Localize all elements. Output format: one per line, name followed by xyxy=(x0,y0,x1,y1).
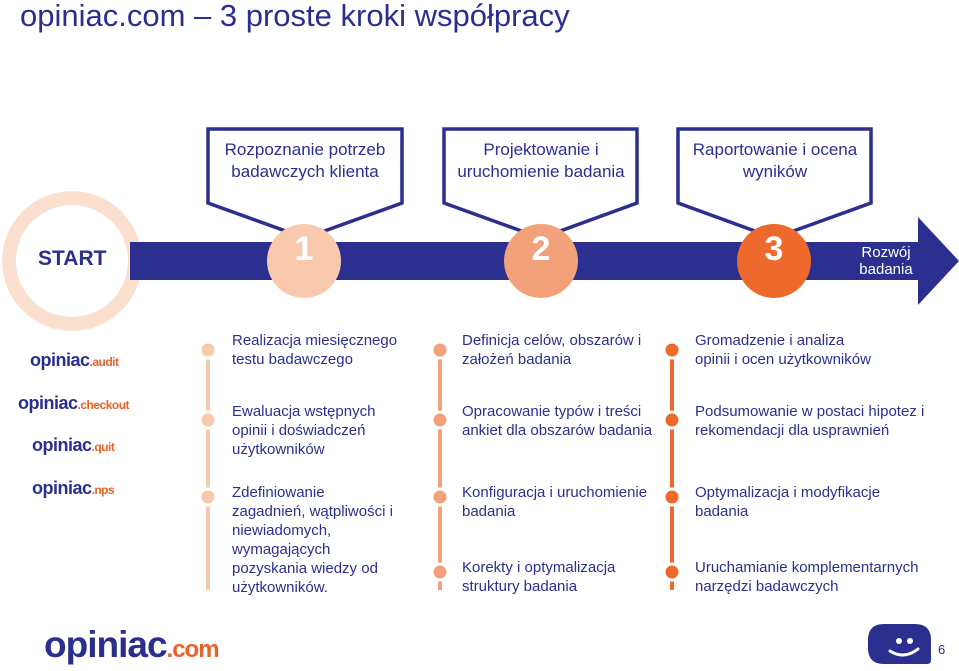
step-3-header-box xyxy=(676,127,873,240)
step-1-number: 1 xyxy=(294,230,314,268)
column-1-item: Realizacja miesięcznego testu badawczego xyxy=(232,332,398,368)
end-arrow xyxy=(836,217,959,305)
column-3-item: Uruchamianie komplementarnych narzędzi b… xyxy=(695,559,919,595)
step-3-circle xyxy=(737,224,811,298)
step-2-circle xyxy=(504,224,578,298)
page-title: opiniac.com – 3 proste kroki współpracy xyxy=(20,0,570,33)
column-3-item: Podsumowanie w postaci hipotez i rekomen… xyxy=(695,403,925,439)
step-2-header: Projektowanie i uruchomienie badania xyxy=(457,140,625,181)
column-2-item: Korekty i optymalizacja struktury badani… xyxy=(462,559,616,595)
footer-logo: opiniac.com xyxy=(44,624,220,665)
column-2-item: Opracowanie typów i treści ankiet dla ob… xyxy=(462,403,653,439)
column-3-item: Optymalizacja i modyfikacje badania xyxy=(695,484,881,520)
smiley-badge-icon xyxy=(868,624,931,664)
product-logo-audit: opiniac.audit xyxy=(30,350,119,370)
product-logo-nps: opiniac.nps xyxy=(32,478,115,498)
step-3-number: 3 xyxy=(764,230,784,268)
end-label: Rozwój badania xyxy=(859,244,913,278)
step-1-header: Rozpoznanie potrzeb badawczych klienta xyxy=(224,140,386,181)
column-1-item: Ewaluacja wstępnych opinii i doświadczeń… xyxy=(232,403,376,458)
step-3-header: Raportowanie i ocena wyników xyxy=(692,140,858,181)
start-label: START xyxy=(38,247,107,270)
product-logo-checkout: opiniac.checkout xyxy=(18,393,130,413)
column-3-item: Gromadzenie i analiza opinii i ocen użyt… xyxy=(695,332,871,368)
column-1-item: Zdefiniowanie zagadnień, wątpliwości i n… xyxy=(232,484,393,596)
step-1-header-box xyxy=(206,127,404,240)
step-2-number: 2 xyxy=(531,230,551,268)
column-2-item: Definicja celów, obszarów i założeń bada… xyxy=(462,332,642,368)
column-2-item: Konfiguracja i uruchomienie badania xyxy=(462,484,648,520)
step-1-circle xyxy=(267,224,341,298)
product-logo-quit: opiniac.quit xyxy=(32,435,115,455)
page-number: 6 xyxy=(938,642,946,657)
step-2-header-box xyxy=(442,127,639,240)
